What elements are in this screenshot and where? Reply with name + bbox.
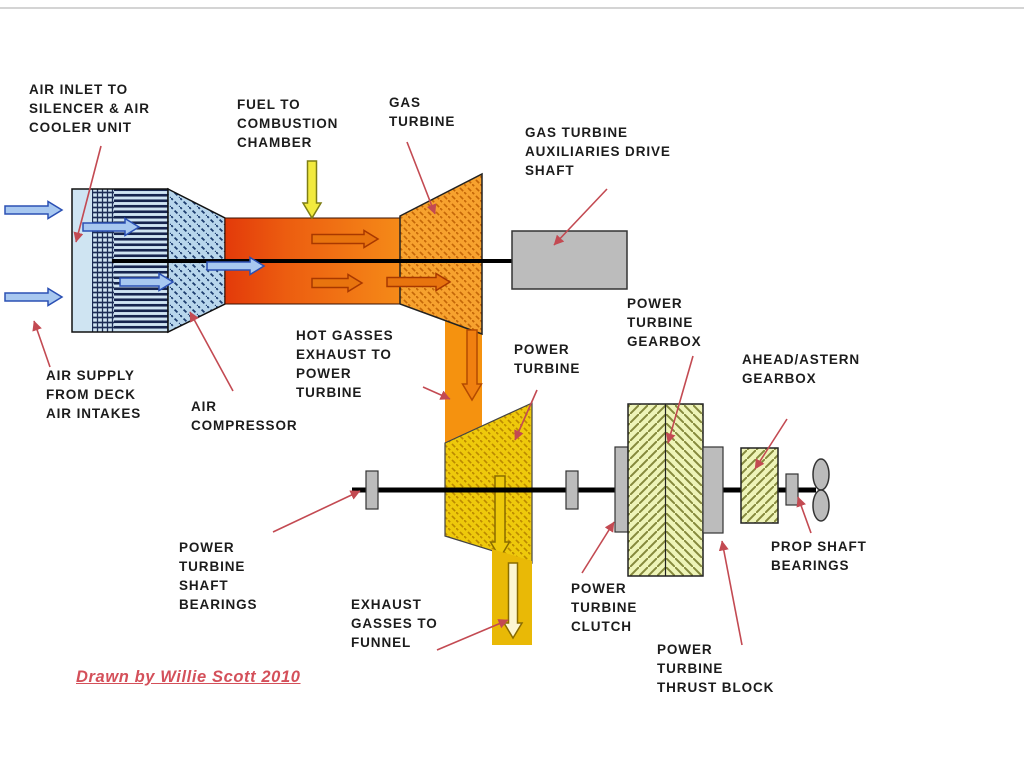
pointer-aux-drive — [553, 188, 608, 246]
label-pointers — [32, 141, 812, 651]
thrust-block — [702, 446, 724, 534]
label-ahead-astern: AHEAD/ASTERN GEARBOX — [742, 352, 861, 386]
silencer-inlet-strip — [72, 189, 92, 332]
prop-shaft-bearing — [785, 473, 799, 506]
label-aux-drive: GAS TURBINE AUXILIARIES DRIVE SHAFT — [525, 125, 671, 178]
gas-flow-arrow — [311, 229, 380, 249]
gas-turbine-shape — [399, 172, 483, 336]
pointer-air-inlet — [73, 145, 102, 243]
shaft-bearing — [565, 470, 579, 510]
label-prop-bearings: PROP SHAFT BEARINGS — [771, 539, 867, 573]
pointer-hot-gasses — [422, 386, 451, 400]
pointer-exhaust — [436, 619, 509, 651]
air-flow-arrow — [82, 217, 141, 237]
air-flow-arrow — [4, 200, 64, 220]
aux-drive-box — [511, 230, 628, 290]
fuel-arrow — [301, 160, 323, 220]
gas-flow-arrow — [311, 273, 364, 293]
air-flow-arrow — [4, 287, 64, 307]
label-pt-thrust: POWER TURBINE THRUST BLOCK — [657, 642, 775, 695]
gearbox-left-half — [628, 404, 665, 576]
silencer-grid-section — [92, 189, 114, 332]
label-hot-gasses: HOT GASSES EXHAUST TO POWER TURBINE — [296, 328, 394, 400]
label-air-supply: AIR SUPPLY FROM DECK AIR INTAKES — [46, 368, 142, 421]
label-fuel: FUEL TO COMBUSTION CHAMBER — [237, 97, 339, 150]
pointer-air-compressor — [189, 311, 234, 392]
pointer-clutch — [581, 521, 615, 574]
label-power-turbine: POWER TURBINE — [514, 342, 581, 376]
label-pt-gearbox: POWER TURBINE GEARBOX — [627, 296, 702, 349]
pointer-prop-bearings — [796, 496, 812, 534]
hot-gas-down-arrow — [461, 329, 483, 402]
pointer-gearbox — [665, 355, 694, 444]
gas-flow-arrow — [386, 272, 452, 292]
label-gas-turbine: GAS TURBINE — [389, 95, 456, 129]
pointer-air-supply — [32, 320, 51, 368]
pointer-shaft-bearings — [272, 490, 361, 533]
label-pt-clutch: POWER TURBINE CLUTCH — [571, 581, 638, 634]
clutch-block — [614, 446, 629, 533]
gearbox-right-half — [665, 404, 703, 576]
air-flow-arrow — [206, 256, 266, 276]
pointer-gas-turbine — [406, 141, 437, 215]
shaft-bearing — [365, 470, 379, 510]
label-air-compressor: AIR COMPRESSOR — [191, 399, 298, 433]
propeller-blade — [812, 489, 830, 522]
label-air-inlet: AIR INLET TO SILENCER & AIR COOLER UNIT — [29, 82, 150, 135]
label-exhaust: EXHAUST GASSES TO FUNNEL — [351, 597, 438, 650]
label-pt-shaft-bearings: POWER TURBINE SHAFT BEARINGS — [179, 540, 258, 612]
pointer-power-turbine — [514, 389, 538, 441]
air-flow-arrow — [119, 272, 175, 292]
propeller-blade — [812, 458, 830, 491]
signature-text: Drawn by Willie Scott 2010 — [76, 668, 301, 686]
power-turbine-flow-arrow — [489, 475, 511, 560]
pointer-thrust-block — [718, 540, 743, 646]
pointer-ahead-astern — [754, 418, 788, 470]
ahead-astern-gearbox-shape — [740, 447, 779, 524]
